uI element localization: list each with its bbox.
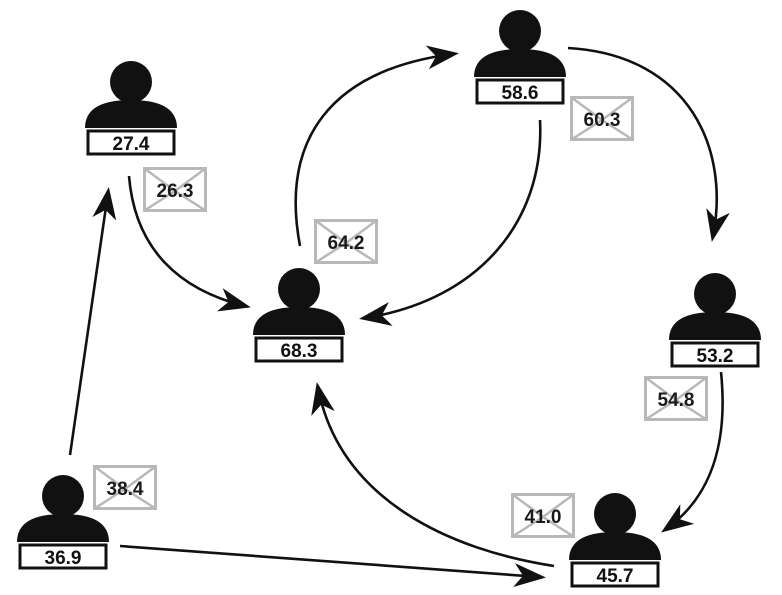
person-node: 58.6 bbox=[474, 10, 566, 105]
message-envelope: 64.2 bbox=[314, 219, 378, 264]
person-icon bbox=[278, 268, 320, 310]
message-value: 60.3 bbox=[584, 110, 621, 131]
message-envelope: 38.4 bbox=[93, 465, 157, 510]
node-value: 68.3 bbox=[281, 341, 318, 362]
node-value: 58.6 bbox=[502, 83, 539, 104]
message-value: 54.8 bbox=[658, 390, 695, 411]
edge-n4-n6 bbox=[661, 371, 724, 533]
message-envelope: 54.8 bbox=[644, 376, 708, 421]
edge-n3-n2 bbox=[294, 45, 459, 247]
person-node: 45.7 bbox=[569, 493, 661, 588]
person-icon bbox=[42, 475, 84, 517]
message-envelope: 60.3 bbox=[570, 96, 634, 141]
message-envelope: 26.3 bbox=[143, 167, 207, 212]
message-value: 64.2 bbox=[328, 233, 365, 254]
node-value: 27.4 bbox=[113, 134, 150, 155]
message-value: 38.4 bbox=[107, 479, 144, 500]
person-node: 36.9 bbox=[17, 475, 109, 570]
edge-n2-n3 bbox=[359, 119, 542, 326]
node-value: 45.7 bbox=[597, 566, 634, 587]
message-envelope: 41.0 bbox=[511, 493, 575, 538]
person-node: 53.2 bbox=[669, 273, 761, 368]
person-icon bbox=[499, 10, 541, 52]
person-icon bbox=[594, 493, 636, 535]
person-icon bbox=[110, 61, 152, 103]
message-value: 26.3 bbox=[157, 181, 194, 202]
node-value: 53.2 bbox=[697, 346, 734, 367]
edge-n1-n3 bbox=[127, 175, 251, 312]
person-node: 68.3 bbox=[253, 268, 345, 363]
edge-n2-n4 bbox=[567, 46, 730, 242]
edge-n5-n6 bbox=[119, 544, 546, 588]
person-node: 27.4 bbox=[85, 61, 177, 156]
edge-n6-n3 bbox=[311, 382, 555, 568]
node-value: 36.9 bbox=[45, 548, 82, 569]
edges bbox=[68, 45, 730, 588]
message-value: 41.0 bbox=[525, 507, 562, 528]
person-icon bbox=[694, 273, 736, 315]
edge-n5-n1 bbox=[68, 187, 117, 456]
